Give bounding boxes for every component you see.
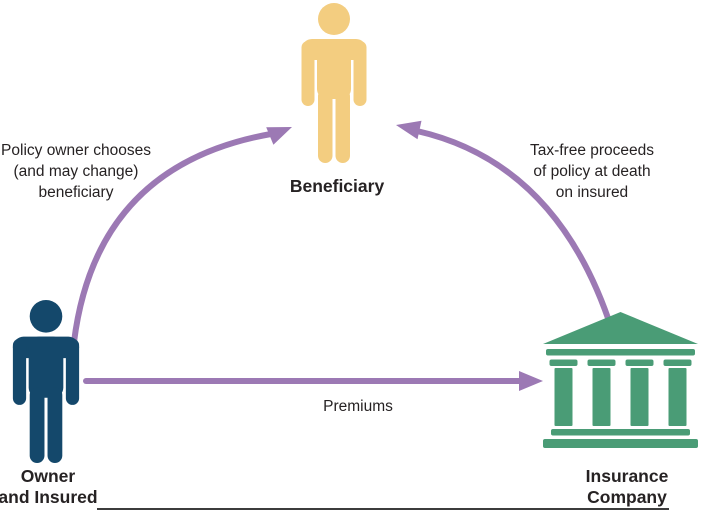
- insurance-label: Insurance Company: [586, 466, 669, 508]
- beneficiary-label: Beneficiary: [289, 176, 385, 196]
- person-icon: [301, 3, 367, 163]
- bottom-divider: [97, 508, 669, 510]
- owner-label-line2: and Insured: [0, 487, 98, 507]
- annotation-line: of policy at death: [533, 163, 651, 180]
- annotation-line: on insured: [555, 184, 629, 201]
- annotation-line: Policy owner chooses: [1, 142, 151, 159]
- premiums-annotation: Premiums: [323, 398, 393, 415]
- person-icon: [12, 300, 80, 463]
- annotation-line: (and may change): [13, 163, 139, 180]
- annotation-line: beneficiary: [38, 184, 114, 201]
- owner-label-line1: Owner: [20, 466, 76, 486]
- owner-to-beneficiary-annotation: Policy owner chooses (and may change) be…: [1, 140, 151, 203]
- insurance-label-line1: Insurance: [585, 466, 669, 486]
- arrow-owner-to-insurance: [83, 371, 543, 391]
- owner-label: Owner and Insured: [0, 466, 98, 508]
- insurance-label-line2: Company: [587, 487, 667, 507]
- annotation-line: Tax-free proceeds: [529, 142, 655, 159]
- insurance-to-beneficiary-annotation: Tax-free proceeds of policy at death on …: [530, 140, 654, 203]
- bank-building-icon: [543, 312, 698, 448]
